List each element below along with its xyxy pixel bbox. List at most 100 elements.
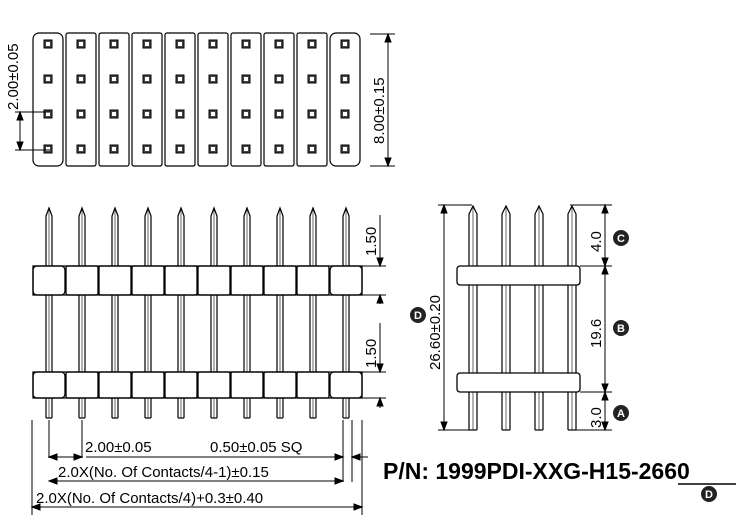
housing-column xyxy=(164,32,196,167)
front-overall-label: 2.0X(No. Of Contacts/4)+0.3±0.40 xyxy=(36,490,263,507)
marker-total-d-letter: D xyxy=(414,310,422,322)
marker-top-c-letter: C xyxy=(617,233,625,245)
pin-square-center xyxy=(178,42,182,46)
pin-square-center xyxy=(46,77,50,81)
pin-square-center xyxy=(112,112,116,116)
housing-segment xyxy=(131,265,165,296)
front-pitch-label: 2.00±0.05 xyxy=(85,439,152,456)
marker-middle-b: B xyxy=(613,320,629,336)
housing-segment xyxy=(65,371,99,399)
pin-square-center xyxy=(112,42,116,46)
housing-segment xyxy=(197,371,231,399)
pin-square-center xyxy=(244,42,248,46)
housing-segment xyxy=(32,371,66,399)
housing-segment xyxy=(230,265,264,296)
front-lower-height-label: 1.50 xyxy=(363,339,380,368)
front-pin-label: 0.50±0.05 SQ xyxy=(210,439,302,456)
pin-square-center xyxy=(178,112,182,116)
marker-part-d-letter: D xyxy=(705,489,713,501)
pin-square-center xyxy=(211,77,215,81)
housing-column xyxy=(131,32,163,167)
side-housing-lower xyxy=(456,372,581,393)
side-length-dimensions xyxy=(438,203,612,432)
housing-segment xyxy=(164,371,198,399)
front-view xyxy=(32,206,363,419)
housing-column xyxy=(32,32,64,167)
housing-segment xyxy=(65,265,99,296)
pin-square-center xyxy=(277,147,281,151)
side-view xyxy=(456,204,581,431)
marker-part-d: D xyxy=(701,486,717,502)
top-width-label: 8.00±0.15 xyxy=(371,77,388,144)
pin-square-center xyxy=(46,42,50,46)
housing-segment xyxy=(164,265,198,296)
pin-square-center xyxy=(244,147,248,151)
front-span-label: 2.0X(No. Of Contacts/4-1)±0.15 xyxy=(58,464,269,481)
marker-total-d: D xyxy=(410,307,426,323)
pin-square-center xyxy=(112,77,116,81)
side-top-length-label: 4.0 xyxy=(588,231,605,252)
housing-segment xyxy=(296,265,330,296)
pin-square-center xyxy=(79,112,83,116)
pin-square-center xyxy=(343,112,347,116)
housing-segment xyxy=(230,371,264,399)
housing-column xyxy=(65,32,97,167)
pin-square-center xyxy=(244,112,248,116)
pin-square-center xyxy=(79,147,83,151)
pin-square-center xyxy=(79,77,83,81)
housing-column xyxy=(329,32,361,167)
part-number: P/N: 1999PDI-XXG-H15-2660 xyxy=(383,458,690,484)
side-bottom-length-label: 3.0 xyxy=(588,407,605,428)
pin-square-center xyxy=(277,42,281,46)
housing-segment xyxy=(329,265,363,296)
housing-segment xyxy=(263,265,297,296)
housing-segment xyxy=(296,371,330,399)
housing-segment xyxy=(131,371,165,399)
front-upper-height-label: 1.50 xyxy=(363,227,380,256)
pin-square-center xyxy=(310,77,314,81)
pin-square-center xyxy=(145,112,149,116)
housing-segment xyxy=(263,371,297,399)
pin-square-center xyxy=(343,42,347,46)
housing-column xyxy=(263,32,295,167)
pin-square-center xyxy=(310,147,314,151)
pin-square-center xyxy=(277,112,281,116)
pin-square-center xyxy=(244,77,248,81)
pin-square-center xyxy=(343,77,347,81)
side-housing-upper xyxy=(456,265,581,286)
front-width-dimensions xyxy=(30,420,368,515)
pin-square-center xyxy=(79,42,83,46)
pin-square-center xyxy=(178,147,182,151)
pin-square-center xyxy=(211,42,215,46)
pin-square-center xyxy=(46,112,50,116)
pin-square-center xyxy=(310,112,314,116)
housing-column xyxy=(230,32,262,167)
pin-square-center xyxy=(277,77,281,81)
housing-segment xyxy=(329,371,363,399)
marker-middle-b-letter: B xyxy=(617,323,625,335)
top-view xyxy=(32,32,361,167)
housing-segment xyxy=(98,371,132,399)
top-pitch-dimension xyxy=(15,110,50,152)
housing-bar xyxy=(32,371,363,399)
housing-column xyxy=(296,32,328,167)
top-width-dimension xyxy=(370,32,395,168)
housing-segment xyxy=(98,265,132,296)
front-height-dimensions xyxy=(362,215,386,408)
pin-square-center xyxy=(145,147,149,151)
part-number-suffix: 2660 xyxy=(639,458,690,484)
marker-bottom-a-letter: A xyxy=(617,408,625,420)
housing-bar xyxy=(32,265,363,296)
side-total-length-label: 26.60±0.20 xyxy=(427,295,444,370)
pin-square-center xyxy=(145,77,149,81)
pin-square-center xyxy=(343,147,347,151)
pin-square-center xyxy=(145,42,149,46)
top-pitch-label: 2.00±0.05 xyxy=(5,43,22,110)
pin-square-center xyxy=(310,42,314,46)
marker-bottom-a: A xyxy=(613,405,629,421)
housing-column xyxy=(197,32,229,167)
pin-square-center xyxy=(211,147,215,151)
pin-square-center xyxy=(178,77,182,81)
pin-square-center xyxy=(46,147,50,151)
